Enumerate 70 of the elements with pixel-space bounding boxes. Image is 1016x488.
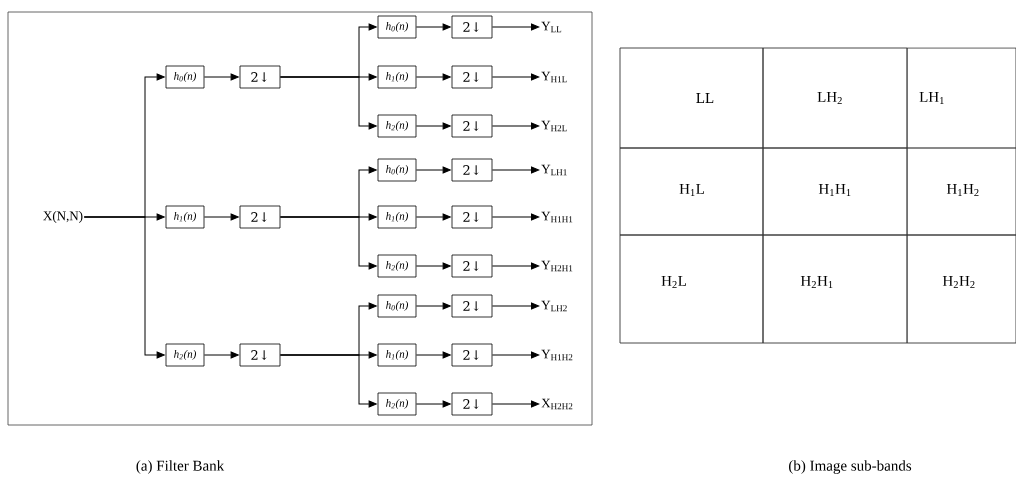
arrow — [83, 216, 165, 359]
arrow — [279, 354, 377, 408]
arrow — [491, 213, 540, 221]
output-signal: Y$_{LL}$ — [541, 21, 562, 33]
filter-box: h$_{2}$(n) — [377, 254, 417, 278]
arrow — [415, 262, 451, 270]
downsampler-box: 2↓ — [451, 343, 493, 367]
table-cell: H$_{2}$H$_{1}$ — [762, 234, 908, 344]
table-cell: H$_{1}$H$_{2}$ — [906, 147, 1016, 236]
arrow — [491, 166, 540, 174]
downsampler-box: 2↓ — [451, 294, 493, 318]
downsampler-box: 2↓ — [451, 205, 493, 229]
arrow — [491, 400, 540, 408]
table-cell: H$_{1}$H$_{1}$ — [762, 147, 908, 236]
output-signal: Y$_{H2H1}$ — [541, 260, 573, 272]
output-signal: Y$_{H2L}$ — [541, 120, 567, 132]
filter-box: h$_{0}$(n) — [377, 158, 417, 182]
downsampler-box: 2↓ — [451, 392, 493, 416]
input-signal: X(N,N) — [43, 211, 83, 223]
caption: (a) Filter Bank — [136, 460, 225, 474]
arrow — [491, 302, 540, 310]
downsampler-box: 2↓ — [451, 65, 493, 89]
arrow — [415, 400, 451, 408]
output-signal: Y$_{H1L}$ — [541, 71, 567, 83]
arrow — [415, 23, 451, 31]
arrow — [491, 351, 540, 359]
table-cell: LH$_{1}$ — [906, 47, 1016, 149]
downsampler-box: 2↓ — [239, 65, 281, 89]
filter-box: h$_{1}$(n) — [377, 65, 417, 89]
filter-box: h$_{2}$(n) — [165, 343, 205, 367]
arrow — [415, 166, 451, 174]
caption: (b) Image sub-bands — [789, 460, 912, 474]
arrow — [415, 213, 451, 221]
arrow — [491, 23, 540, 31]
arrow — [203, 351, 239, 359]
arrow — [279, 216, 377, 270]
arrow — [415, 73, 451, 81]
filter-box: h$_{1}$(n) — [377, 205, 417, 229]
arrow — [491, 122, 540, 130]
arrow — [415, 302, 451, 310]
downsampler-box: 2↓ — [239, 343, 281, 367]
filter-box: h$_{1}$(n) — [377, 343, 417, 367]
arrow — [279, 76, 377, 130]
table-cell: LL — [619, 47, 764, 149]
table-cell: LH$_{2}$ — [762, 47, 908, 149]
output-signal: X$_{H2H2}$ — [541, 398, 573, 410]
table-cell: H$_{2}$L — [619, 234, 764, 344]
output-signal: Y$_{H1H2}$ — [541, 349, 573, 361]
output-signal: Y$_{H1H1}$ — [541, 211, 573, 223]
downsampler-box: 2↓ — [451, 158, 493, 182]
output-signal: Y$_{LH2}$ — [541, 300, 567, 312]
table-cell: H$_{2}$H$_{2}$ — [906, 234, 1016, 344]
filter-box: h$_{2}$(n) — [377, 114, 417, 138]
arrow — [203, 73, 239, 81]
filter-box: h$_{1}$(n) — [165, 205, 205, 229]
filter-box: h$_{0}$(n) — [377, 294, 417, 318]
arrow — [491, 73, 540, 81]
downsampler-box: 2↓ — [451, 114, 493, 138]
arrow — [491, 262, 540, 270]
filter-box: h$_{2}$(n) — [377, 392, 417, 416]
output-signal: Y$_{LH1}$ — [541, 164, 567, 176]
filter-box: h$_{0}$(n) — [165, 65, 205, 89]
table-cell: H$_{1}$L — [619, 147, 764, 236]
arrow — [415, 351, 451, 359]
downsampler-box: 2↓ — [451, 254, 493, 278]
arrow — [203, 213, 239, 221]
downsampler-box: 2↓ — [451, 15, 493, 39]
filter-box: h$_{0}$(n) — [377, 15, 417, 39]
arrow — [415, 122, 451, 130]
downsampler-box: 2↓ — [239, 205, 281, 229]
